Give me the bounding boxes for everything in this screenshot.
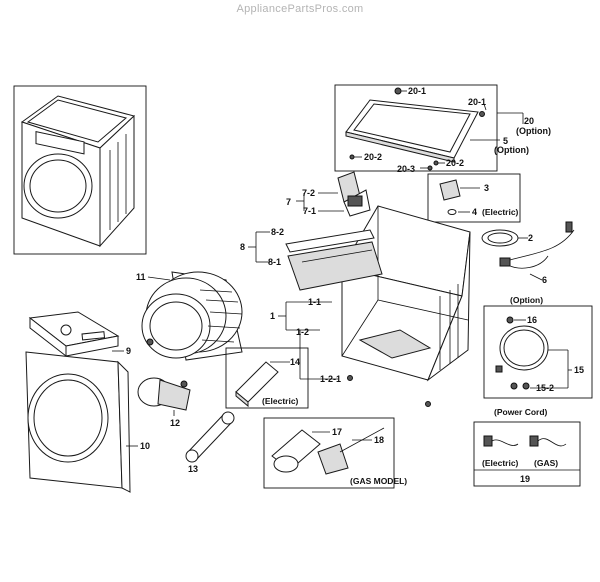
label-power-cord: (Power Cord) [494,407,548,417]
label-gas-model: (GAS MODEL) [350,476,407,486]
label-power-gas: (GAS) [534,458,558,468]
label-8-1: 8-1 [268,257,281,267]
label-6: 6 [542,275,547,285]
label-12: 12 [170,418,180,428]
label-20-3: 20-3 [397,164,415,174]
label-16: 16 [527,315,537,325]
label-20-1-right: 20-1 [468,97,486,107]
label-20: 20 [524,116,534,126]
label-14: 14 [290,357,300,367]
label-1-2-1: 1-2-1 [320,374,341,384]
electric-box-3-4 [427,173,521,223]
label-4: 4 [472,207,477,217]
part-11-drum [141,271,243,361]
part-9-control-panel [28,311,120,358]
part-2-ring [481,229,519,247]
gas-model-box [263,417,395,489]
label-1: 1 [270,311,275,321]
part-6-cord [499,221,575,269]
top-cover-box [334,84,500,172]
label-15-2: 15-2 [536,383,554,393]
watermark-text: AppliancePartsPros.com [236,3,364,15]
label-20-option: (Option) [516,126,551,136]
label-10: 10 [140,441,150,451]
label-7: 7 [286,197,291,207]
label-14-electric: (Electric) [262,396,299,406]
label-20-2-left: 20-2 [364,152,382,162]
dryer-overview-box [13,85,147,255]
label-20-1-top: 20-1 [408,86,426,96]
label-power-electric: (Electric) [482,458,519,468]
label-20-2-right: 20-2 [446,158,464,168]
label-11: 11 [136,272,146,282]
label-8: 8 [240,242,245,252]
label-8-2: 8-2 [271,227,284,237]
part-13-duct [185,411,235,463]
label-17: 17 [332,427,342,437]
label-7-1: 7-1 [303,206,316,216]
label-15: 15 [574,365,584,375]
label-19: 19 [520,474,530,484]
label-1-2: 1-2 [296,327,309,337]
power-cord-box [473,421,581,487]
option-hose-box [483,305,593,399]
label-5-option: (Option) [494,145,529,155]
label-2: 2 [528,233,533,243]
label-18: 18 [374,435,384,445]
label-3: 3 [484,183,489,193]
part-8-rail [285,229,383,291]
part-12-blower [137,377,191,411]
label-1-1: 1-1 [308,297,321,307]
label-7-2: 7-2 [302,188,315,198]
electric-heater-box-14 [225,347,309,409]
part-7-bracket [337,171,371,217]
label-3-electric: (Electric) [482,207,519,217]
label-option: (Option) [510,295,543,305]
dryer-illustration [20,95,135,248]
label-9: 9 [126,346,131,356]
label-13: 13 [188,464,198,474]
part-10-front-panel [25,351,131,493]
label-5: 5 [503,136,508,146]
